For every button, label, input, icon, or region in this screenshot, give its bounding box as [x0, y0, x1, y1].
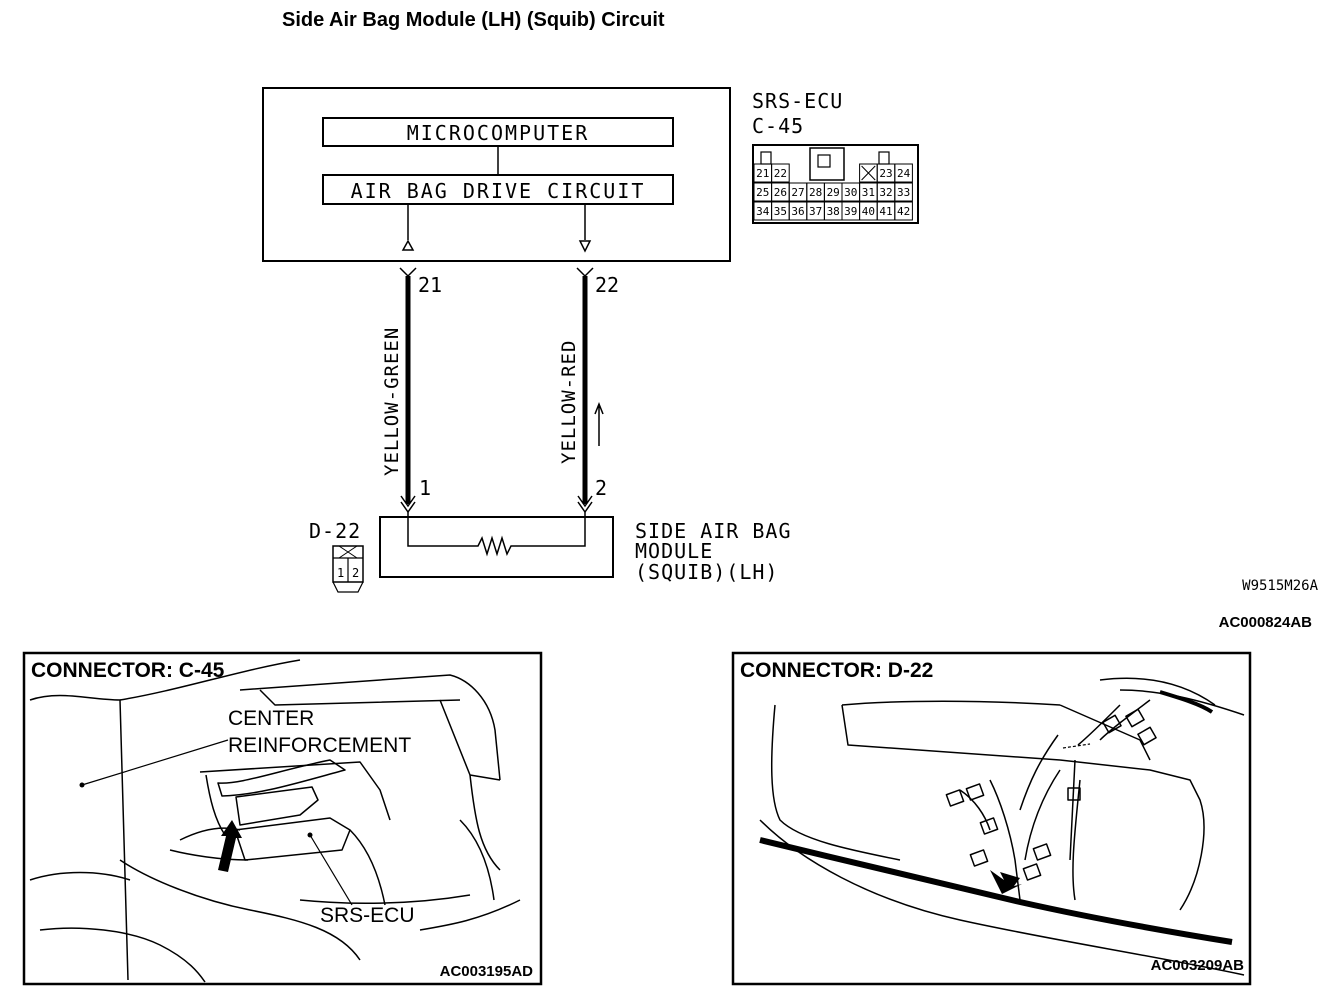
c45-pin-label: 34: [756, 205, 770, 218]
c45-pin-label: 21: [756, 167, 769, 180]
panel-d22-code: AC003209AB: [1151, 957, 1245, 974]
c45-blank-cross: [861, 165, 876, 181]
figure-code: AC000824AB: [1219, 614, 1313, 631]
c45-pin-label: 29: [827, 186, 840, 199]
c45-pin-cell: [894, 182, 913, 202]
module-label-line1: SIDE AIR BAG: [635, 519, 792, 543]
c45-pin-label: 23: [879, 167, 892, 180]
module-pin-2: 2: [595, 476, 607, 500]
c45-pin-label: 37: [809, 205, 822, 218]
c45-pin-label: 22: [774, 167, 787, 180]
d22-pin-2: 2: [352, 566, 359, 580]
c45-pin-label: 41: [879, 205, 892, 218]
connector-d22-face: [332, 545, 364, 593]
ecu-pin-21: 21: [418, 273, 442, 297]
c45-pin-label: 24: [897, 167, 911, 180]
c45-pin-label: 26: [774, 186, 787, 199]
module-label-line2: MODULE: [635, 539, 713, 563]
panel-connector-c45: [22, 651, 543, 986]
drive-circuit-label: AIR BAG DRIVE CIRCUIT: [351, 179, 646, 203]
current-direction-arrow: [594, 401, 604, 446]
module-pin-1: 1: [419, 476, 431, 500]
c45-pin-label: 27: [791, 186, 804, 199]
wire-color-yellow-red: YELLOW-RED: [558, 340, 580, 464]
c45-pin-label: 42: [897, 205, 910, 218]
module-label-line3: (SQUIB)(LH): [635, 560, 778, 584]
c45-pin-label: 31: [862, 186, 875, 199]
label-srs-ecu: SRS-ECU: [320, 904, 415, 927]
wire-21-fork: [399, 267, 417, 278]
c45-pin-label: 39: [844, 205, 857, 218]
page-title: Side Air Bag Module (LH) (Squib) Circuit: [282, 9, 665, 31]
c45-pin-label: 33: [897, 186, 910, 199]
ecu-box: [262, 87, 731, 262]
terminal-21-triangle: [401, 239, 415, 251]
panel-c45-title: CONNECTOR: C-45: [31, 659, 225, 682]
microcomputer-label: MICROCOMPUTER: [407, 121, 590, 145]
c45-pin-cell: [771, 163, 790, 183]
panel-c45-code: AC003195AD: [440, 963, 534, 980]
squib-circuit: [407, 512, 586, 557]
c45-pin-label: 25: [756, 186, 769, 199]
ecu-connector-id: C-45: [752, 114, 804, 138]
panel-d22-title: CONNECTOR: D-22: [740, 659, 933, 682]
terminal-22-triangle: [578, 240, 592, 253]
diagram-code: W9515M26A: [1242, 578, 1318, 594]
ecu-pin-22: 22: [595, 273, 619, 297]
c45-pin-label: 38: [827, 205, 840, 218]
label-reinforcement: REINFORCEMENT: [228, 734, 411, 757]
c45-pin-cell: [894, 163, 913, 183]
module-box: [379, 516, 614, 578]
c45-pin-label: 36: [791, 205, 804, 218]
c45-pin-label: 30: [844, 186, 857, 199]
c45-pin-label: 32: [879, 186, 892, 199]
ecu-name: SRS-ECU: [752, 89, 843, 113]
panel-connector-d22: [731, 651, 1252, 986]
c45-pin-label: 28: [809, 186, 822, 199]
c45-pin-label: 35: [774, 205, 787, 218]
drive-circuit-box: [322, 174, 674, 205]
module-connector-id: D-22: [309, 519, 361, 543]
c45-pin-label: 40: [862, 205, 875, 218]
c45-pin-cell: [894, 201, 913, 221]
wire-color-yellow-green: YELLOW-GREEN: [381, 327, 403, 476]
wire-22-fork: [576, 267, 594, 278]
d22-pin-1: 1: [337, 566, 344, 580]
connector-c45-face: 21 22 23 24 25 26 27 28 29 30 31 32 33 34 35 36 37 38 39 40…: [752, 144, 919, 224]
label-center: CENTER: [228, 707, 314, 730]
